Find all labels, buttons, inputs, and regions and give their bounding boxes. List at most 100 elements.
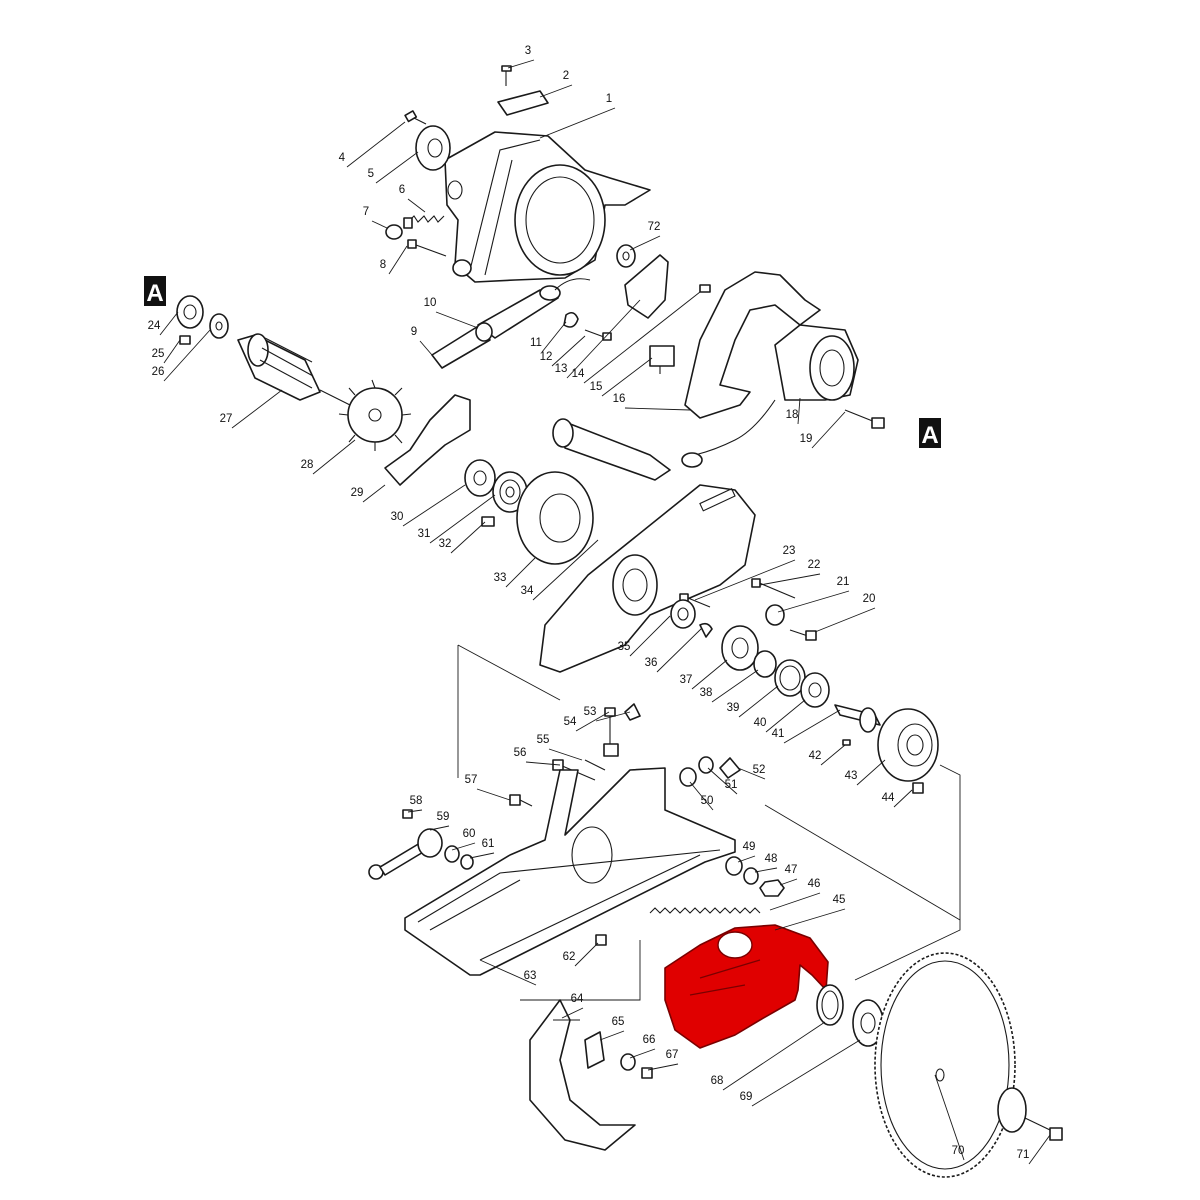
part-cord-guard-10[interactable] [477,278,591,339]
callout-label[interactable]: 47 [785,864,798,876]
callout-label[interactable]: 23 [783,545,796,557]
part-brush-cap-7[interactable] [385,224,403,240]
part-screw-4[interactable] [404,110,427,125]
part-bolt-54[interactable] [603,707,619,757]
callout-label[interactable]: 59 [437,811,450,823]
part-plate-65[interactable] [584,1031,605,1069]
callout-label[interactable]: 68 [711,1075,724,1087]
callout-label[interactable]: 7 [363,206,369,218]
part-cord-clamp-11[interactable] [563,311,579,328]
part-bearing-holder-5[interactable] [415,125,451,171]
callout-label[interactable]: 3 [525,45,531,57]
callout-label[interactable]: 21 [837,576,850,588]
part-lever-59[interactable] [368,828,443,880]
callout-label[interactable]: 27 [220,413,233,425]
callout-label[interactable]: 14 [572,368,585,380]
section-marker-top-left[interactable]: A [144,276,166,307]
callout-label[interactable]: 37 [680,674,693,686]
part-fan-28[interactable] [338,379,412,451]
callout-label[interactable]: 49 [743,841,756,853]
callout-label[interactable]: 60 [463,828,476,840]
part-spindle-41[interactable] [834,704,881,733]
callout-label[interactable]: 40 [754,717,767,729]
part-bearing-35[interactable] [670,599,696,629]
part-nut-47[interactable] [759,879,785,897]
callout-label[interactable]: 72 [648,221,661,233]
callout-label[interactable]: 70 [952,1145,965,1157]
part-screw-3[interactable] [501,65,512,86]
part-bolt-71[interactable] [1024,1117,1063,1141]
callout-label[interactable]: 29 [351,487,364,499]
part-nameplate-2[interactable] [497,90,549,116]
part-bearing-24[interactable] [176,295,204,329]
part-gear-37[interactable] [721,625,759,671]
callout-label[interactable]: 22 [808,559,821,571]
part-wing-bolt-53[interactable] [624,703,641,721]
part-washer-49[interactable] [725,856,743,876]
callout-label[interactable]: 38 [700,687,713,699]
callout-label[interactable]: 10 [424,297,437,309]
callout-label[interactable]: 42 [809,750,822,762]
part-key-42[interactable] [842,739,851,746]
callout-label[interactable]: 34 [521,585,534,597]
part-washer-26[interactable] [209,313,229,339]
callout-label[interactable]: 16 [613,393,626,405]
part-washer-66[interactable] [620,1053,636,1071]
callout-label[interactable]: 56 [514,747,527,759]
part-washer-50[interactable] [679,767,697,787]
part-screw-44[interactable] [912,782,924,794]
part-bracket-14[interactable] [624,254,669,319]
part-screw-20[interactable] [789,629,817,641]
part-washer-72[interactable] [616,244,636,268]
callout-label[interactable]: 62 [563,951,576,963]
callout-label[interactable]: 58 [410,795,423,807]
part-collar-21[interactable] [765,604,785,626]
part-clip-36[interactable] [699,622,713,638]
part-retainer-33[interactable] [516,471,594,565]
part-washer-61[interactable] [460,854,474,870]
part-screw-62[interactable] [595,934,607,946]
part-bearing-40[interactable] [800,672,830,708]
callout-label[interactable]: 19 [800,433,813,445]
callout-label[interactable]: 61 [482,838,495,850]
callout-label[interactable]: 31 [418,528,431,540]
part-screw-57[interactable] [509,794,533,807]
callout-label[interactable]: 53 [584,706,597,718]
callout-label[interactable]: 52 [753,764,766,776]
callout-label[interactable]: 33 [494,572,507,584]
part-screw-58[interactable] [402,809,413,819]
part-screw-8[interactable] [407,239,447,257]
callout-label[interactable]: 66 [643,1034,656,1046]
part-base-plate-63[interactable] [404,767,736,976]
callout-label[interactable]: 24 [148,320,161,332]
callout-label[interactable]: 15 [590,381,603,393]
part-flange-housing-43[interactable] [877,708,939,782]
part-screw-13[interactable] [699,284,711,293]
section-marker-right[interactable]: A [919,418,941,449]
part-cord-9[interactable] [431,322,493,369]
callout-label[interactable]: 63 [524,970,537,982]
part-washer-30[interactable] [464,459,496,497]
part-motor-housing-1[interactable] [444,131,651,283]
callout-label[interactable]: 30 [391,511,404,523]
callout-label[interactable]: 1 [606,93,612,105]
callout-label[interactable]: 44 [882,792,895,804]
part-capacitor-15[interactable] [649,345,675,374]
callout-label[interactable]: 8 [380,259,386,271]
part-spring-46[interactable] [649,907,761,914]
part-handle-16[interactable] [684,271,821,419]
part-screw-19[interactable] [844,409,885,429]
part-washer-60[interactable] [444,845,460,863]
callout-label[interactable]: 9 [411,326,417,338]
part-field-18[interactable] [681,324,859,468]
callout-label[interactable]: 18 [786,409,799,421]
callout-label[interactable]: 50 [701,795,714,807]
part-blade-guard-64[interactable] [529,999,636,1151]
part-safety-guard-45[interactable] [664,924,829,1049]
part-pin-32[interactable] [481,516,495,527]
part-rod-55[interactable] [584,759,606,771]
callout-label[interactable]: 51 [725,779,738,791]
callout-label[interactable]: 45 [833,894,846,906]
callout-label[interactable]: 48 [765,853,778,865]
part-spring-6[interactable] [403,215,445,229]
